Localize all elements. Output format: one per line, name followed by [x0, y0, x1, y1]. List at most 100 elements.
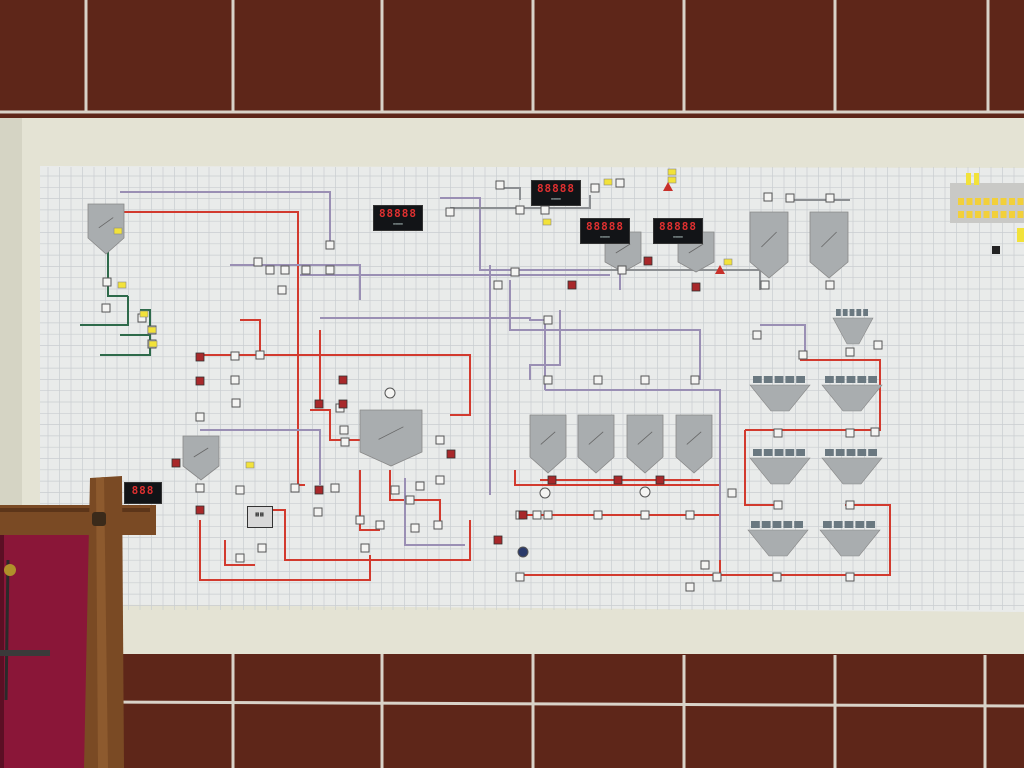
bin-hopper-3	[749, 449, 811, 485]
valve-icon-11	[301, 265, 311, 275]
valve-icon-44	[493, 280, 503, 290]
valve-icon-18	[290, 483, 300, 493]
indicator-light-icon-yellow-2	[139, 310, 149, 318]
indicator-light-icon-red-1	[195, 376, 205, 386]
pipe-red-9	[389, 470, 441, 525]
bin-indicator-0-2	[975, 198, 981, 205]
valve-icon-59	[845, 500, 855, 510]
digital-readout-6: ▦▦	[247, 506, 273, 528]
valve-icon-55	[773, 428, 783, 438]
valve-icon-56	[845, 428, 855, 438]
silo-icon-3	[675, 414, 713, 474]
valve-icon-8	[231, 398, 241, 408]
pipe-red-7	[224, 540, 255, 566]
bin-hopper-1	[749, 376, 811, 412]
indicator-light-icon-red-8	[314, 485, 324, 495]
indicator-light-icon-red-14	[613, 475, 623, 485]
bin-hopper-6	[819, 521, 881, 557]
pump-icon-0	[384, 387, 396, 399]
indicator-light-icon-yellow-0	[113, 227, 123, 235]
indicator-light-icon-red-5	[314, 399, 324, 409]
valve-icon-41	[590, 183, 600, 193]
pipe-red-8	[359, 470, 380, 531]
valve-icon-25	[375, 520, 385, 530]
bin-indicator-1-3	[983, 211, 990, 218]
valve-icon-60	[772, 572, 782, 582]
warning-icon-1	[715, 265, 725, 274]
bin-hopper-5	[747, 521, 809, 557]
mixer-silo-icon	[359, 409, 423, 467]
wooden-chair	[0, 476, 156, 768]
valve-icon-61	[845, 572, 855, 582]
pipe-purple-12	[545, 389, 721, 560]
bin-indicator-1-6	[1009, 211, 1015, 218]
indicator-light-icon-red-6	[338, 399, 348, 409]
valve-icon-66	[640, 510, 650, 520]
valve-icon-32	[435, 435, 445, 445]
silo-icon-1	[577, 414, 615, 474]
bin-indicator-1-5	[1000, 211, 1007, 218]
valve-icon-37	[445, 207, 455, 217]
indicator-light-icon-red-12	[518, 510, 528, 520]
valve-icon-15	[195, 412, 205, 422]
pipe-red-2	[240, 319, 261, 355]
pipe-purple-9	[529, 310, 561, 380]
valve-icon-46	[543, 315, 553, 325]
valve-icon-31	[410, 523, 420, 533]
pipe-red-1	[200, 354, 471, 416]
pipe-purple-6	[300, 429, 321, 485]
pump-icon-3	[517, 546, 529, 558]
valve-icon-36	[253, 257, 263, 267]
valve-icon-23	[313, 507, 323, 517]
indicator-light-icon-red-15	[655, 475, 665, 485]
indicator-light-icon-yellow-7	[603, 178, 613, 186]
valve-icon-45	[510, 267, 520, 277]
valve-icon-42	[615, 178, 625, 188]
pipe-network	[80, 187, 891, 581]
pipe-purple-0	[120, 191, 331, 245]
valve-icon-50	[690, 375, 700, 385]
pipe-purple-1	[440, 197, 621, 290]
pipe-purple-8	[509, 280, 701, 380]
valve-icon-64	[543, 510, 553, 520]
bin-status-strip	[950, 173, 1024, 254]
valve-icon-1	[102, 277, 112, 287]
valve-icon-58	[773, 500, 783, 510]
pipe-red-5	[199, 520, 371, 581]
bin-indicator-0-7	[1017, 198, 1024, 205]
valve-icon-70	[712, 572, 722, 582]
valve-icon-74	[825, 280, 835, 290]
digital-readout-5: 888	[124, 482, 162, 504]
valve-icon-39	[515, 205, 525, 215]
valve-icon-29	[435, 475, 445, 485]
indicator-light-icon-yellow-8	[667, 168, 677, 176]
pipe-red-12	[744, 430, 780, 506]
digital-readout-1: 88888▬▬▬▬	[373, 205, 423, 231]
valve-icon-7	[230, 375, 240, 385]
valve-icon-53	[845, 347, 855, 357]
valve-icon-22	[340, 437, 350, 447]
valve-icon-69	[685, 582, 695, 592]
valve-icon-75	[763, 192, 773, 202]
valve-icon-28	[415, 481, 425, 491]
bin-hopper-2	[821, 376, 883, 412]
digital-readout-3: 88888▬▬▬▬	[580, 218, 630, 244]
warning-icon-0	[663, 182, 673, 191]
valve-icon-19	[330, 483, 340, 493]
indicator-light-icon-red-16	[547, 475, 557, 485]
valve-icon-71	[700, 560, 710, 570]
valve-icon-10	[280, 265, 290, 275]
valve-icon-6	[255, 350, 265, 360]
pipe-purple-10	[760, 324, 806, 355]
indicator-light-icon-red-0	[195, 352, 205, 362]
indicator-light-icon-red-10	[643, 256, 653, 266]
valve-icon-65	[593, 510, 603, 520]
valve-icon-73	[760, 280, 770, 290]
valve-icon-52	[798, 350, 808, 360]
bin-indicator-1-1	[966, 211, 973, 218]
bin-indicator-0-3	[983, 198, 990, 205]
valve-icon-77	[825, 193, 835, 203]
bin-indicator-1-7	[1017, 211, 1024, 218]
pipe-red-6	[270, 509, 471, 561]
valve-icon-48	[593, 375, 603, 385]
